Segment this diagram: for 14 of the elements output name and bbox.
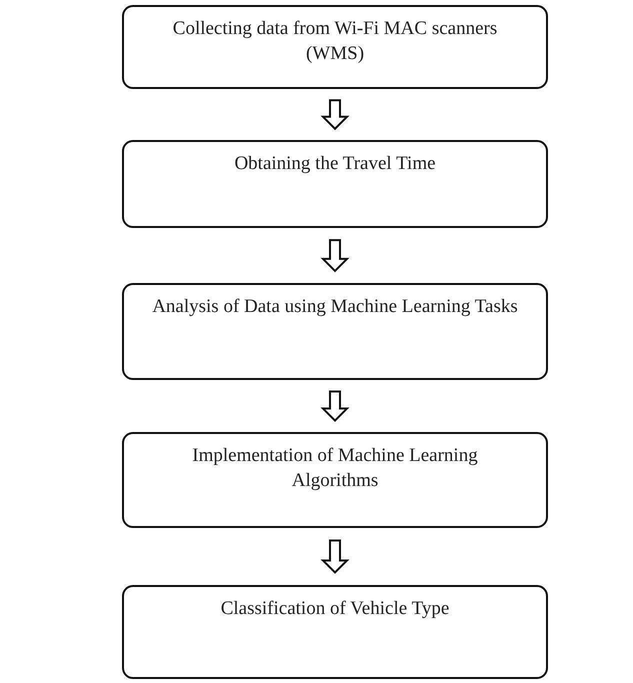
process-box (122, 5, 548, 89)
step-text: Implementation of Machine Learning Algorithms (191, 444, 479, 493)
hollow-down-arrow (320, 239, 350, 272)
hollow-down-arrow (320, 99, 350, 130)
step-text: Collecting data from Wi-Fi MAC scanners (WMS) (172, 17, 498, 66)
step-text: Analysis of Data using Machine Learning Tasks (152, 295, 518, 319)
hollow-down-arrow (320, 540, 350, 574)
process-box (122, 585, 548, 679)
process-box (122, 432, 548, 528)
step-text: Obtaining the Travel Time (234, 152, 436, 176)
hollow-down-arrow (320, 390, 350, 422)
process-box (122, 140, 548, 228)
process-box (122, 283, 548, 380)
step-text: Classification of Vehicle Type (220, 597, 450, 621)
